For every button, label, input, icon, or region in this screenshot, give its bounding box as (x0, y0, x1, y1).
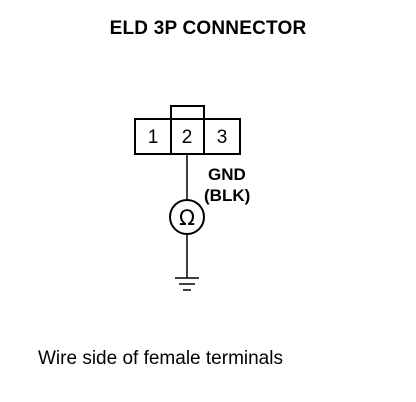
pin-3-label: 3 (217, 127, 228, 148)
ground-icon (175, 277, 199, 291)
pin-2-label: 2 (182, 127, 193, 148)
wire-label-color: (BLK) (204, 186, 250, 205)
pin-1-label: 1 (148, 127, 159, 148)
connector-lock-tab (170, 105, 205, 120)
diagram-title: ELD 3P CONNECTOR (109, 18, 307, 39)
ohmmeter-icon: Ω (169, 199, 205, 235)
caption-text: Wire side of female terminals (38, 348, 283, 369)
wire-label-gnd: GND (208, 165, 246, 184)
ohm-symbol: Ω (179, 206, 195, 230)
connector (134, 105, 241, 155)
